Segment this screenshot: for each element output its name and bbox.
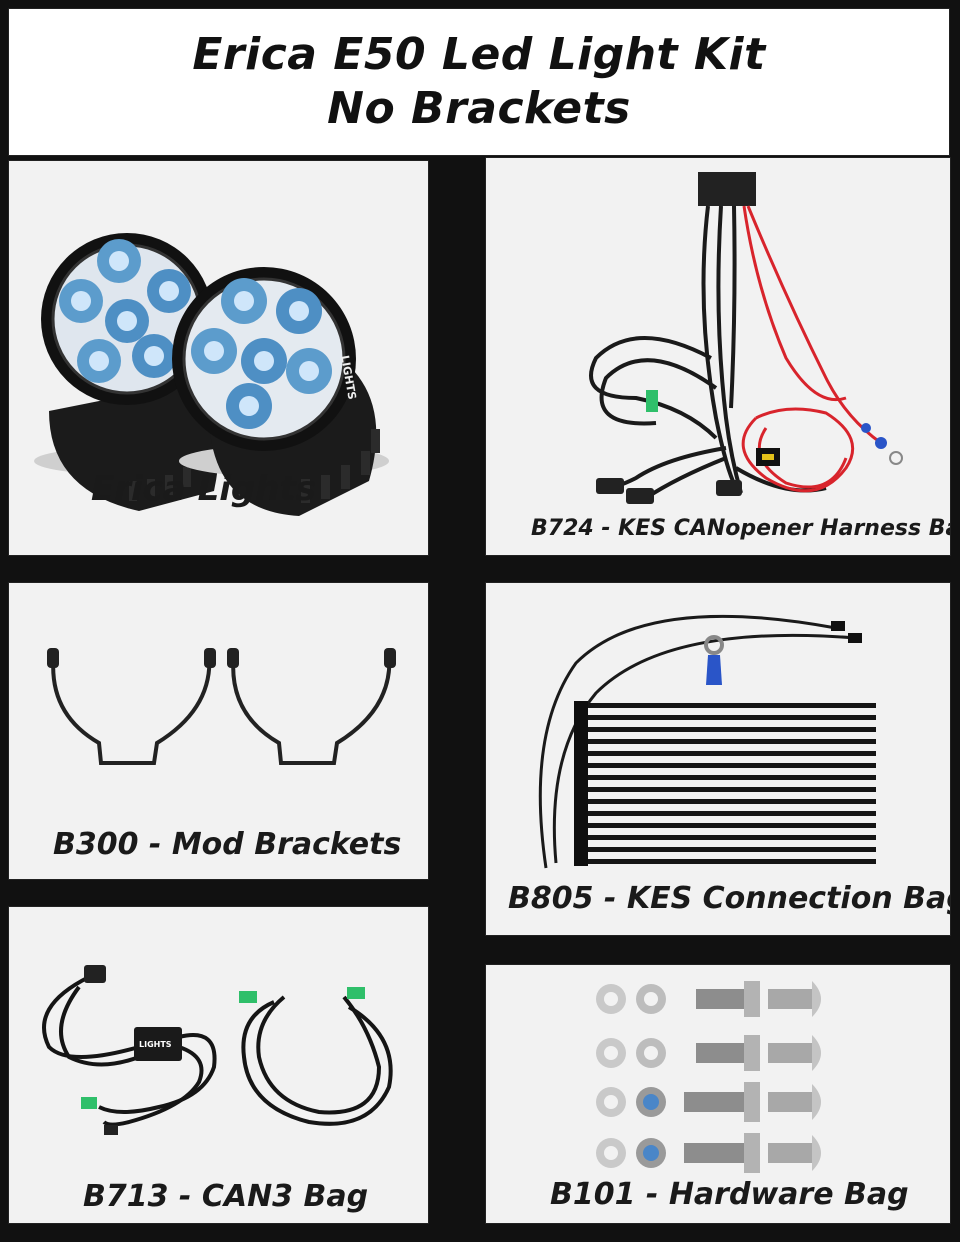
page-title: Erica E50 Led Light Kit No Brackets — [192, 29, 766, 134]
label-hardware: B101 - Hardware Bag — [550, 1177, 909, 1212]
label-can3: B713 - CAN3 Bag — [83, 1179, 369, 1214]
panel-brackets: B300 - Mod Brackets — [8, 582, 429, 880]
label-connection: B805 - KES Connection Bag — [508, 881, 951, 916]
harness-image — [589, 172, 903, 504]
label-erica-lights: Erica Lights — [91, 469, 316, 509]
hardware-image — [596, 981, 821, 1173]
can3-image: LIGHTS — [42, 965, 393, 1135]
light-front: LIGHTS — [172, 267, 389, 516]
button-bolts — [768, 981, 821, 1171]
label-brackets: B300 - Mod Brackets — [53, 827, 402, 862]
brackets-image — [47, 648, 396, 765]
panel-can3: LIGHTS B713 - CAN3 Bag — [8, 906, 429, 1224]
panel-connection: B805 - KES Connection Bag — [485, 582, 951, 936]
title-banner: Erica E50 Led Light Kit No Brackets — [8, 8, 950, 156]
panel-erica-lights: LIGHTS Erica Lights — [8, 160, 429, 556]
panel-hardware: B101 - Hardware Bag — [485, 964, 951, 1224]
erica-lights-image: LIGHTS — [34, 233, 389, 516]
hex-bolts — [684, 981, 760, 1173]
label-harness: B724 - KES CANopener Harness Bag — [531, 516, 951, 541]
panel-harness: B724 - KES CANopener Harness Bag — [485, 157, 951, 556]
connection-image — [538, 614, 876, 869]
can3-badge-text: LIGHTS — [139, 1040, 172, 1049]
light-back — [34, 233, 224, 511]
washers — [596, 984, 666, 1168]
